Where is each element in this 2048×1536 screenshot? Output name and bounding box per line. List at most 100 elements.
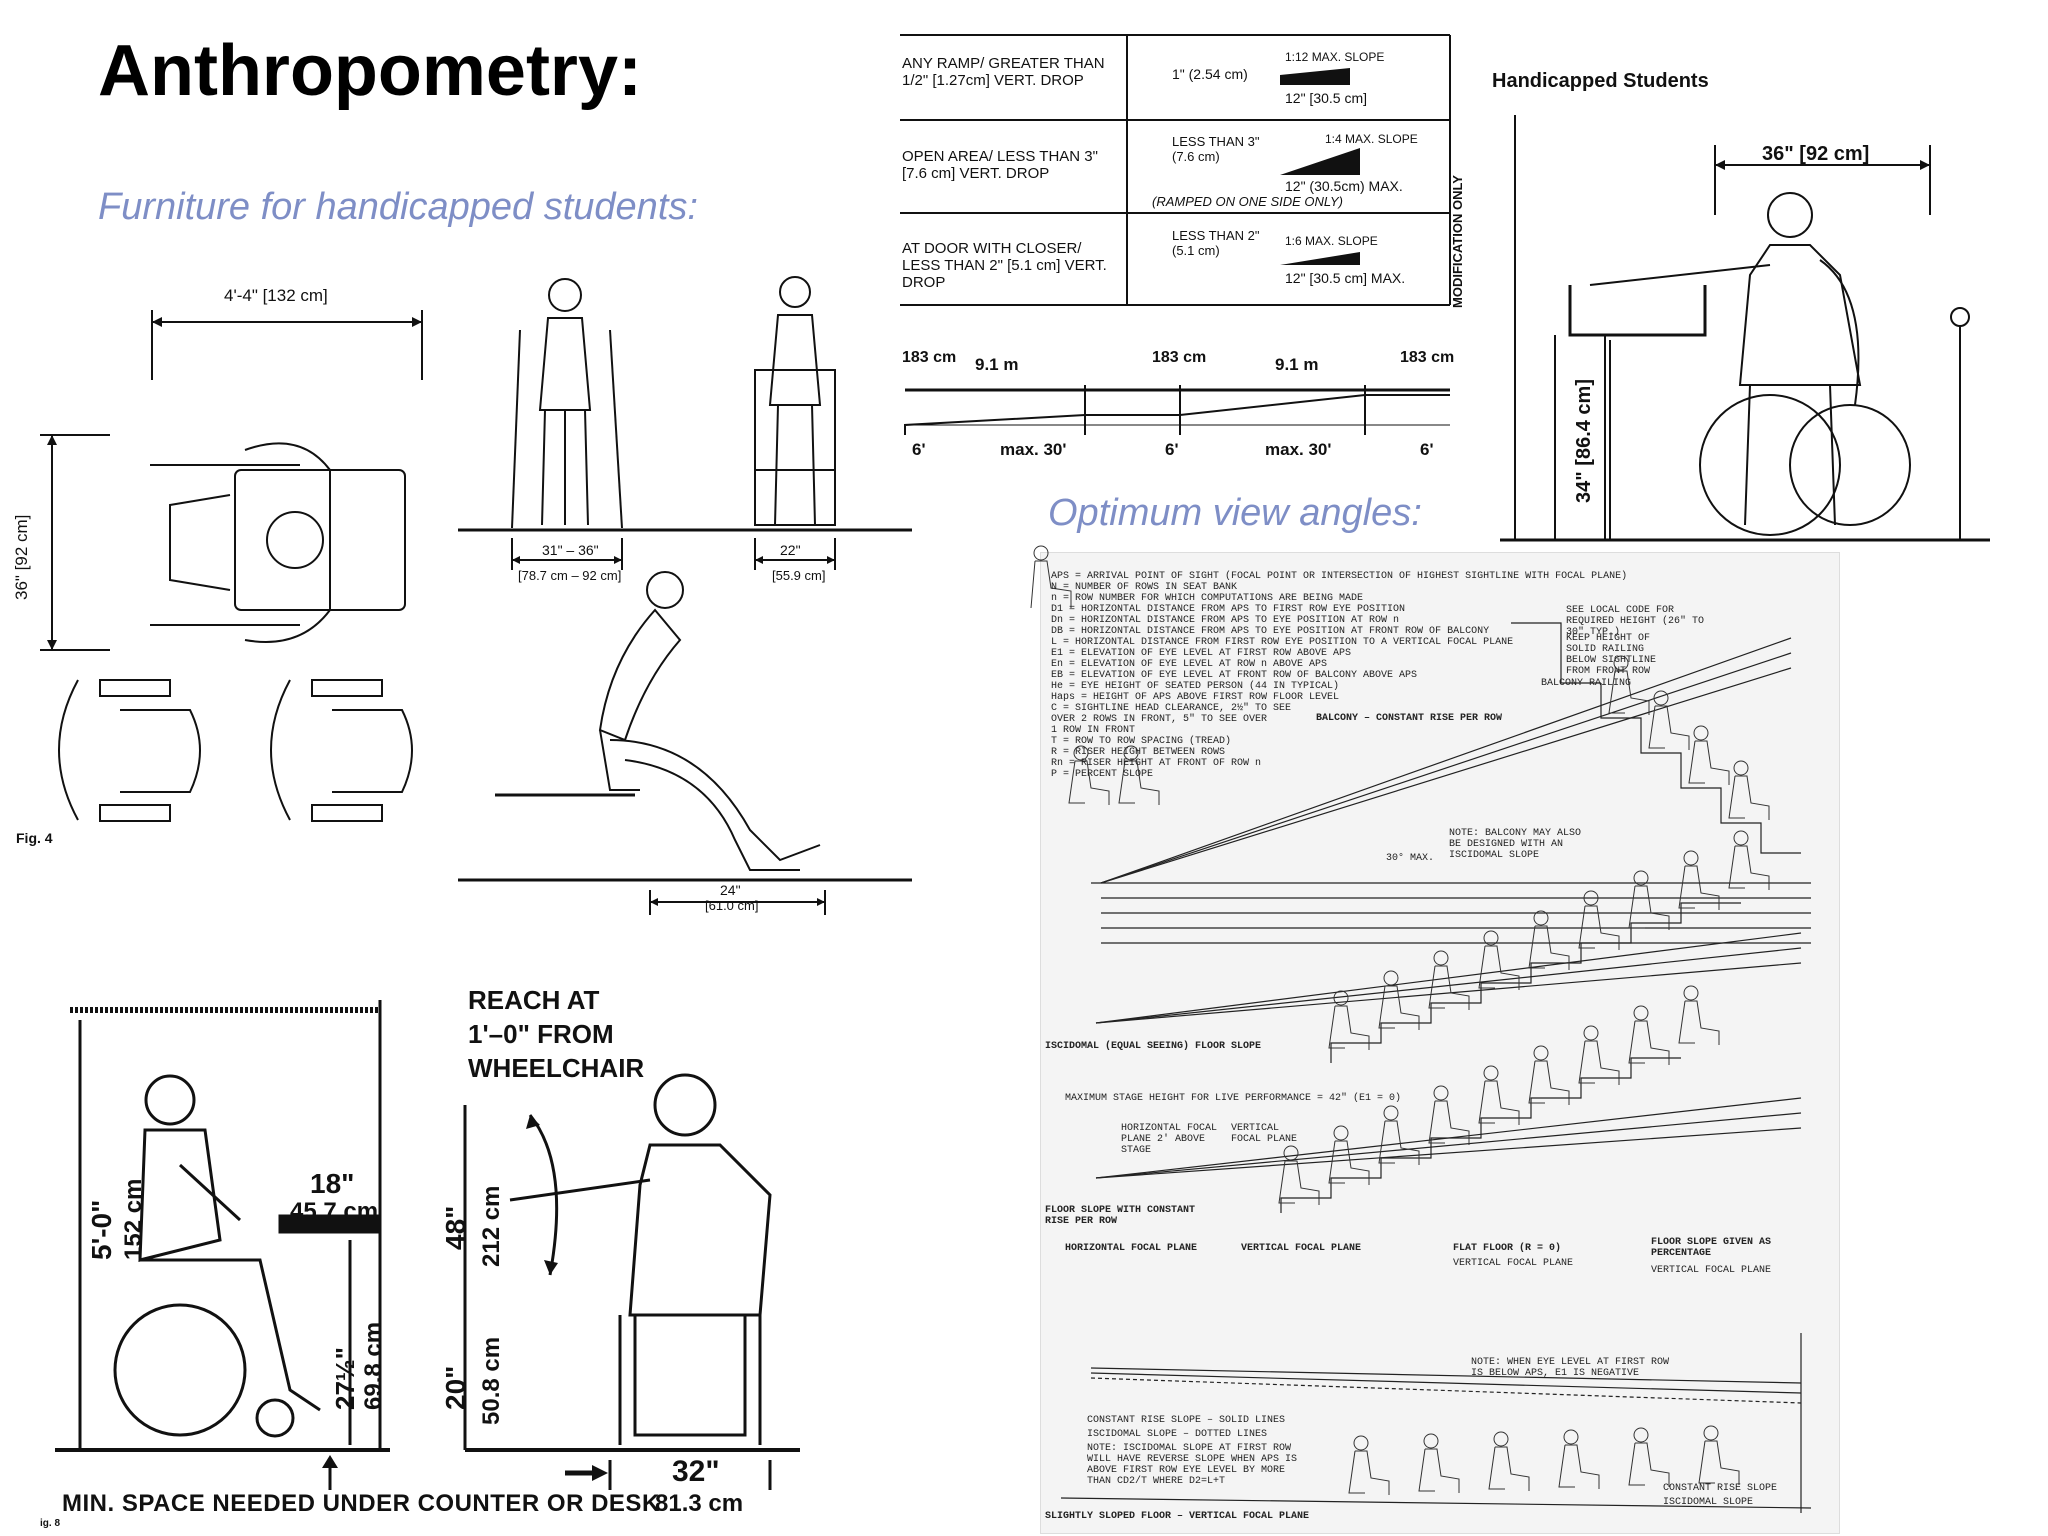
reach-heading-2: 1'–0" FROM: [468, 1019, 614, 1049]
seated-figure: [1418, 1433, 1460, 1493]
dimension-walker-width: 22": [780, 542, 801, 558]
legend-line: n = ROW NUMBER FOR WHICH COMPUTATIONS AR…: [1051, 593, 1364, 604]
legend-line: R = RISER HEIGHT BETWEEN ROWS: [1051, 747, 1226, 758]
ramp-segment-1: 9.1 m: [975, 355, 1019, 374]
student-desk-figure: Handicapped Students 36" [92 cm] 34" [86…: [1480, 55, 2000, 555]
subtitle-view-angles: Optimum view angles:: [1048, 492, 1422, 534]
legend-line: He = EYE HEIGHT OF SEATED PERSON (44 IN …: [1051, 681, 1340, 692]
column-percent-slope-plane: VERTICAL FOCAL PLANE: [1651, 1265, 1772, 1276]
ramp-row-1-slope: 1:12 MAX. SLOPE: [1285, 50, 1385, 64]
reach-heading-1: REACH AT: [468, 985, 600, 1015]
ramp-landing-3: 183 cm: [1400, 349, 1455, 366]
dimension-crutches-width: 31" – 36": [542, 542, 599, 558]
balcony-iscidomal-note: NOTE: BALCONY MAY ALSO BE DESIGNED WITH …: [1449, 828, 1582, 861]
section-constant-rise: FLOOR SLOPE WITH CONSTANT RISE PER ROW: [1045, 1205, 1196, 1227]
seated-figure: [1068, 745, 1110, 805]
curve-constant-rise: CONSTANT RISE SLOPE: [1663, 1483, 1778, 1494]
seated-figure: [1628, 870, 1670, 930]
subtitle-furniture: Furniture for handicapped students:: [98, 186, 698, 228]
ramp-row-2-run: 12" (30.5cm) MAX.: [1285, 178, 1403, 194]
seated-figure: [1328, 1125, 1370, 1185]
ramp-row-2-note: (RAMPED ON ONE SIDE ONLY): [1152, 194, 1343, 209]
seated-figure: [1478, 930, 1520, 990]
angle-label: 30° MAX.: [1386, 853, 1435, 864]
seated-figure: [1428, 950, 1470, 1010]
seated-figure: [1348, 1435, 1390, 1495]
ramp-row-3-condition: AT DOOR WITH CLOSER/ LESS THAN 2" [5.1 c…: [902, 240, 1107, 291]
ramp-row-1-run: 12" [30.5 cm]: [1285, 90, 1368, 106]
legend-line: Rn = RISER HEIGHT AT FRONT OF ROW n: [1051, 758, 1262, 769]
page-title: Anthropometry:: [98, 31, 642, 111]
balcony-title: BALCONY – CONSTANT RISE PER ROW: [1316, 713, 1503, 724]
dimension-student-reach: 36" [92 cm]: [1762, 143, 1870, 165]
dimension-crutches-width-cm: [78.7 cm – 92 cm]: [518, 568, 622, 583]
dimension-desk-height: 34" [86.4 cm]: [1573, 379, 1595, 503]
dimension-max-reach-cm: 212 cm: [478, 1185, 505, 1267]
dimension-knee-depth-cm: 45.7 cm: [290, 1198, 379, 1225]
seated-figure: [1688, 725, 1730, 785]
seated-figure: [1578, 890, 1620, 950]
ramp-landing-ft-3: 6': [1420, 440, 1434, 459]
audience-seat-figures: [1068, 655, 1770, 1495]
seated-figure: [1428, 1085, 1470, 1145]
seated-figure: [1628, 1005, 1670, 1065]
ramp-segment-ft-1: max. 30': [1000, 440, 1067, 459]
seated-figure: [1328, 990, 1370, 1050]
legend-line: N = NUMBER OF ROWS IN SEAT BANK: [1051, 582, 1238, 593]
seated-figure: [1608, 655, 1650, 715]
view-legend: APS = ARRIVAL POINT OF SIGHT (FOCAL POIN…: [1051, 571, 1627, 780]
seated-figure: [1378, 970, 1420, 1030]
dimension-min-reach-cm: 50.8 cm: [478, 1336, 505, 1425]
ramp-landing-2: 183 cm: [1152, 349, 1207, 366]
dimension-max-reach: 48": [440, 1205, 471, 1250]
section-slightly-sloped: SLIGHTLY SLOPED FLOOR – VERTICAL FOCAL P…: [1045, 1511, 1310, 1522]
balcony-railing-label: BALCONY RAILING: [1541, 678, 1632, 689]
eye-level-note: NOTE: WHEN EYE LEVEL AT FIRST ROW IS BEL…: [1471, 1357, 1670, 1379]
ramp-slope-table: ANY RAMP/ GREATER THAN 1/2" [1.27cm] VER…: [890, 30, 1465, 470]
dimension-counter-height: 5'-0": [86, 1199, 117, 1260]
legend-line: DB = HORIZONTAL DISTANCE FROM APS TO EYE…: [1051, 626, 1490, 637]
fig-label-8: ig. 8: [40, 1518, 61, 1529]
seated-figure: [1578, 1025, 1620, 1085]
seated-figure: [1478, 1065, 1520, 1125]
counter-caption: MIN. SPACE NEEDED UNDER COUNTER OR DESK: [62, 1490, 660, 1517]
legend-reverse-note: NOTE: ISCIDOMAL SLOPE AT FIRST ROW WILL …: [1087, 1443, 1298, 1487]
legend-line: EB = ELEVATION OF EYE LEVEL AT FRONT ROW…: [1051, 670, 1418, 681]
reach-heading-3: WHEELCHAIR: [468, 1053, 645, 1083]
legend-line: C = SIGHTLINE HEAD CLEARANCE, 2½" TO SEE: [1051, 703, 1292, 714]
dimension-counter-height-cm: 152 cm: [120, 1178, 147, 1260]
fig-label-4: Fig. 4: [16, 830, 53, 846]
ramp-landing-1: 183 cm: [902, 349, 957, 366]
seated-figure: [1698, 1425, 1740, 1485]
ramp-segment-ft-2: max. 30': [1265, 440, 1332, 459]
dimension-knee-depth: 18": [310, 1168, 355, 1199]
ramp-row-3-run: 12" [30.5 cm] MAX.: [1285, 270, 1406, 286]
ramp-landing-ft-2: 6': [1165, 440, 1179, 459]
legend-line: Haps = HEIGHT OF APS ABOVE FIRST ROW FLO…: [1051, 692, 1340, 703]
dimension-walker-width-cm: [55.9 cm]: [772, 568, 826, 583]
ramp-row-3-slope: 1:6 MAX. SLOPE: [1285, 234, 1378, 248]
column-flat-floor: FLAT FLOOR (R = 0): [1453, 1243, 1562, 1254]
section-iscidomal: ISCIDOMAL (EQUAL SEEING) FLOOR SLOPE: [1045, 1041, 1262, 1052]
seated-figure: [1488, 1431, 1530, 1491]
column-horizontal-focal-plane: HORIZONTAL FOCAL PLANE: [1065, 1243, 1198, 1254]
column-percent-slope: FLOOR SLOPE GIVEN AS PERCENTAGE: [1651, 1237, 1772, 1259]
legend-line: D1 = HORIZONTAL DISTANCE FROM APS TO FIR…: [1051, 604, 1406, 615]
wheelchair-plan-figure: 4'-4" [132 cm] 36" [92 cm] Fig. 4: [0, 280, 450, 850]
horizontal-focal-plane-label: HORIZONTAL FOCAL PLANE 2' ABOVE STAGE: [1121, 1123, 1218, 1156]
dimension-wheelchair-width: 4'-4" [132 cm]: [224, 286, 328, 305]
dimension-min-reach: 20": [440, 1365, 471, 1410]
dimension-wheelchair-width: 32": [672, 1455, 720, 1488]
seated-figure: [1528, 1045, 1570, 1105]
legend-line: P = PERCENT SLOPE: [1051, 769, 1154, 780]
ramp-row-2-slope: 1:4 MAX. SLOPE: [1325, 132, 1418, 146]
legend-line: Dn = HORIZONTAL DISTANCE FROM APS TO EYE…: [1051, 615, 1400, 626]
seated-figure: [1728, 760, 1770, 820]
column-flat-floor-plane: VERTICAL FOCAL PLANE: [1453, 1258, 1574, 1269]
ramp-row-1-rise: 1" (2.54 cm): [1172, 66, 1248, 82]
seated-figure: [1678, 850, 1720, 910]
student-figure-heading: Handicapped Students: [1492, 70, 1709, 92]
legend-line: 1 ROW IN FRONT: [1051, 725, 1136, 736]
seated-figure: [1558, 1429, 1600, 1489]
legend-line: T = ROW TO ROW SPACING (TREAD): [1051, 736, 1232, 747]
